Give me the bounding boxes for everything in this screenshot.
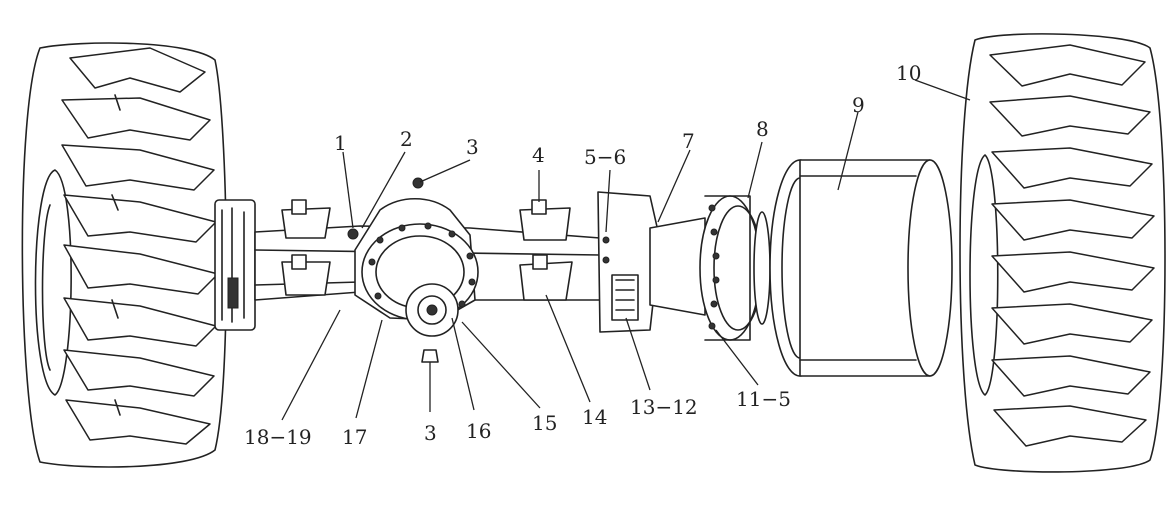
label-part-10: 10: [896, 61, 921, 85]
label-part-2: 2: [400, 127, 413, 151]
left-tire: [21, 42, 256, 468]
label-part-3-top: 3: [466, 135, 479, 159]
right-tire: [959, 33, 1166, 473]
label-part-8: 8: [756, 117, 769, 141]
label-part-11-5: 11−5: [736, 387, 791, 411]
label-part-1: 1: [334, 131, 347, 155]
label-part-3-bottom: 3: [424, 421, 437, 445]
wheel-hub: [649, 195, 771, 341]
label-part-5-6: 5−6: [584, 145, 626, 169]
label-part-16: 16: [466, 419, 491, 443]
wheel-rim: [769, 159, 953, 377]
label-part-13-12: 13−12: [630, 395, 698, 419]
label-part-15: 15: [532, 411, 557, 435]
label-part-4: 4: [532, 143, 545, 167]
label-part-14: 14: [582, 405, 607, 429]
part-labels: 1 2 3 4 5−6 7 8 9 10 11−5 13−12 14 15 16…: [244, 61, 921, 449]
spring-bracket-left: [281, 199, 331, 296]
label-part-18-19: 18−19: [244, 425, 312, 449]
label-part-7: 7: [682, 129, 695, 153]
label-part-17: 17: [342, 425, 367, 449]
brake-assembly: [597, 191, 661, 333]
label-part-9: 9: [852, 93, 865, 117]
leader-lines: [281, 79, 971, 421]
spring-bracket-right: [519, 199, 573, 301]
differential-carrier: [347, 177, 479, 363]
